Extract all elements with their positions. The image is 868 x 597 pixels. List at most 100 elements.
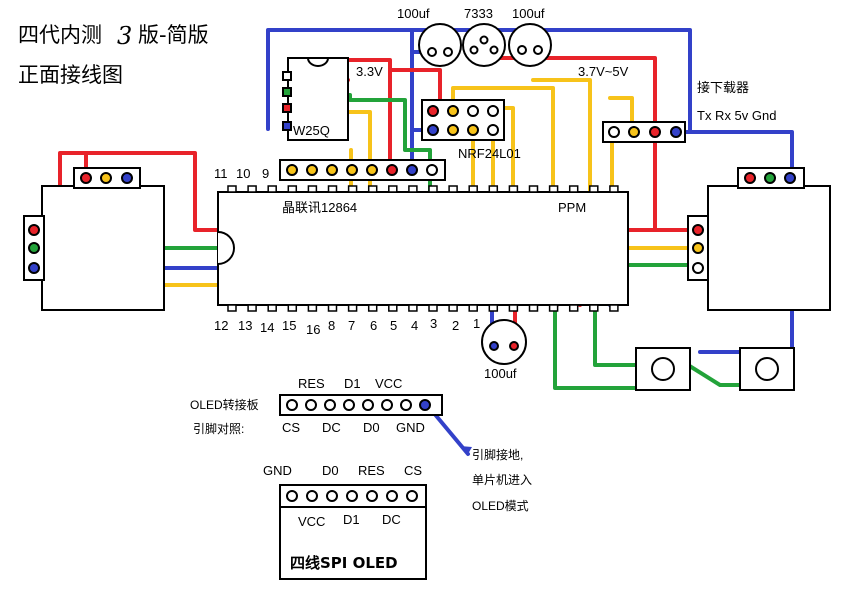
mcu-bottom-pin-number: 4: [411, 318, 418, 333]
oled-bottom-label-dc: DC: [382, 512, 401, 527]
wire-yellow-ppm: [531, 78, 592, 194]
mcu-bottom-pin-number: 5: [390, 318, 397, 333]
regulator-7333: [462, 23, 506, 67]
flash-pin: [282, 71, 292, 81]
oled-note-line1: 引脚接地,: [472, 447, 523, 462]
mcu-bottom-pin: [287, 304, 298, 312]
mcu-bottom-pin: [327, 304, 338, 312]
download-title: 接下载器: [697, 80, 749, 95]
mcu-top-pin: [327, 185, 338, 193]
mcu-bottom-pin: [528, 304, 539, 312]
mcu-bottom-pin: [548, 304, 559, 312]
mcu-top-pin: [568, 185, 579, 193]
oled-module-pin: [326, 490, 338, 502]
mcu-bottom-pin: [468, 304, 478, 312]
oled-module: GND D0 RES CS VCC D1 DC 四线SPI OLED: [263, 463, 427, 580]
flash-pin: [282, 87, 292, 97]
mcu-top-pin: [468, 185, 478, 193]
oled-adapter-pin: [343, 399, 355, 411]
oled-bottom-label-vcc: VCC: [298, 514, 325, 529]
oled-adapter-top-label-d1: D1: [344, 376, 361, 391]
oled-adapter: RES D1 VCC OLED转接板 引脚对照: CS DC D0 GND 引脚…: [190, 376, 532, 513]
oled-adapter-pin: [324, 399, 336, 411]
oled-adapter-bottom-label-gnd: GND: [396, 420, 425, 435]
mcu-bottom-pin-number: 2: [452, 318, 459, 333]
oled-top-label-d0: D0: [322, 463, 339, 478]
oled-module-pin: [366, 490, 378, 502]
download-header: 接下载器 Tx Rx 5v Gnd: [602, 80, 776, 143]
oled-module-pin: [286, 490, 298, 502]
supply-range-label: 3.7V~5V: [578, 64, 629, 79]
oled-adapter-bottom-label-dc: DC: [322, 420, 341, 435]
mcu-bottom-pin-number: 16: [306, 322, 320, 337]
mcu-bottom-pin: [589, 304, 599, 312]
cap-bottom-label: 100uf: [484, 366, 517, 381]
push-button-left: [635, 347, 691, 391]
mcu-bottom-pin: [267, 304, 277, 312]
mcu-bottom-pin: [408, 304, 418, 312]
mcu-bottom-pin: [568, 304, 579, 312]
mcu-bottom-pin: [367, 304, 378, 312]
right-joystick: [687, 167, 831, 311]
oled-adapter-subtitle: 引脚对照:: [193, 421, 244, 436]
mcu-bottom-pin-number: 14: [260, 320, 274, 335]
flash-pin: [282, 103, 292, 113]
mcu-bottom-pin: [428, 304, 438, 312]
flash-chip: W25Q 3.3V: [282, 57, 383, 141]
mcu-bottom-pin: [307, 304, 318, 312]
oled-top-label-cs: CS: [404, 463, 422, 478]
mcu-bottom-pin-number: 15: [282, 318, 296, 333]
oled-adapter-pin: [286, 399, 298, 411]
oled-adapter-title: OLED转接板: [190, 397, 259, 412]
wire-green-button: [553, 303, 747, 390]
lcd-header: [279, 159, 446, 181]
title-line1-num: 3: [117, 22, 132, 50]
oled-module-name: 四线SPI OLED: [290, 554, 398, 572]
oled-adapter-bottom-label-d0: D0: [363, 420, 380, 435]
mcu-top-pin: [508, 185, 519, 193]
wire-yellow-download: [608, 96, 634, 194]
capacitor-left: [418, 23, 462, 67]
oled-module-pin: [406, 490, 418, 502]
mcu-top-pin: [548, 185, 559, 193]
oled-note-line3: OLED模式: [472, 499, 529, 513]
mcu-top-pin-number: 10: [236, 166, 250, 181]
nrf-module: NRF24L01: [421, 99, 521, 161]
mcu-top-pin: [589, 185, 599, 193]
mcu-bottom-pin-number: 1: [473, 316, 480, 331]
oled-top-label-gnd: GND: [263, 463, 292, 478]
v33-label: 3.3V: [356, 64, 383, 79]
mcu-bottom-pin: [609, 304, 619, 312]
mcu-top-pin: [609, 185, 619, 193]
mcu-bottom-pin: [448, 304, 458, 312]
mcu-chip: 晶联讯12864 PPM: [217, 185, 629, 312]
mcu-top-pin: [307, 185, 318, 193]
oled-adapter-top-label-vcc: VCC: [375, 376, 402, 391]
oled-adapter-bottom-label-cs: CS: [282, 420, 300, 435]
mcu-top-pin: [367, 185, 378, 193]
left-joystick: [23, 167, 165, 311]
regulator-label: 7333: [464, 6, 493, 21]
mcu-bottom-pin: [247, 304, 257, 312]
mcu-bottom-pin-number: 12: [214, 318, 228, 333]
flash-pin: [282, 121, 292, 131]
lcd-label: 晶联讯12864: [282, 200, 357, 215]
title-line1-a: 四代内测: [18, 23, 102, 47]
push-button-right: [739, 347, 795, 391]
mcu-top-pin: [347, 185, 358, 193]
mcu-top-pin: [227, 185, 237, 193]
mcu-top-pin-number: 9: [262, 166, 269, 181]
oled-adapter-pin: [305, 399, 317, 411]
mcu-top-pin: [287, 185, 298, 193]
mcu-top-pin-number: 11: [214, 166, 228, 181]
oled-top-label-res: RES: [358, 463, 385, 478]
title-line2: 正面接线图: [18, 63, 123, 87]
mcu-bottom-pin: [227, 304, 237, 312]
mcu-bottom-pin-number: 3: [430, 316, 437, 331]
mcu-bottom-pin: [347, 304, 358, 312]
mcu-top-pin: [267, 185, 277, 193]
oled-adapter-top-label-res: RES: [298, 376, 325, 391]
wire-red-33v: [346, 58, 442, 168]
mcu-bottom-pin-number: 6: [370, 318, 377, 333]
